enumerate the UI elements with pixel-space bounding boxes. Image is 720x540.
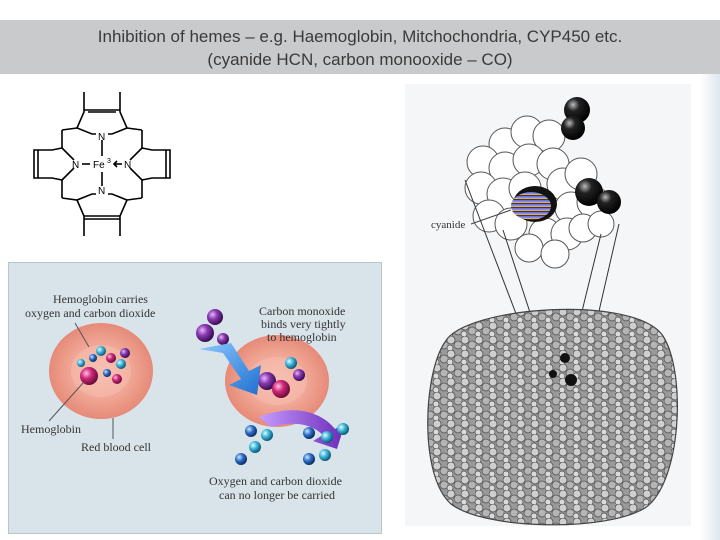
release-arrow [259,410,345,449]
label-carbon-monoxide-2: binds very tightly [261,317,346,331]
heme-structure-figure: N N N N Fe 3 [22,88,182,240]
atom-n-bottom: N [98,186,105,197]
cytochrome-cyanide-figure: cyanide [405,84,691,526]
slide-title-line1: Inhibition of hemes – e.g. Haemoglobin, … [0,27,720,47]
hemoglobin-molecule [80,367,98,385]
label-oxygen-no-longer-2: can no longer be carried [219,488,335,502]
atom-n-top: N [98,132,105,143]
protein-complex-bottom [428,309,678,524]
label-red-blood-cell: Red blood cell [81,440,152,454]
label-oxygen-no-longer-1: Oxygen and carbon dioxide [209,474,342,488]
iron-charge: 3 [107,158,111,165]
rbc-diagram-svg: Hemoglobin carries oxygen and carbon dio… [9,263,381,533]
label-hemoglobin: Hemoglobin [21,422,81,436]
decorative-edge [700,74,720,540]
label-cyanide: cyanide [431,219,465,231]
atom-iron: Fe [93,160,105,171]
cytochrome-svg: cyanide [405,84,691,526]
label-hemoglobin-carries-1: Hemoglobin carries [53,292,148,306]
atom-n-left: N [72,160,79,171]
rbc-diagram: Hemoglobin carries oxygen and carbon dio… [8,262,382,534]
slide-title-line2: (cyanide HCN, carbon monooxide – CO) [0,50,720,70]
cyanide-molecule [511,192,551,220]
label-carbon-monoxide-3: to hemoglobin [267,330,337,344]
atom-n-right: N [124,160,131,171]
label-hemoglobin-carries-2: oxygen and carbon dioxide [25,306,155,320]
label-carbon-monoxide-1: Carbon monoxide [259,304,345,318]
heme-structure-svg: N N N N Fe 3 [22,88,182,240]
